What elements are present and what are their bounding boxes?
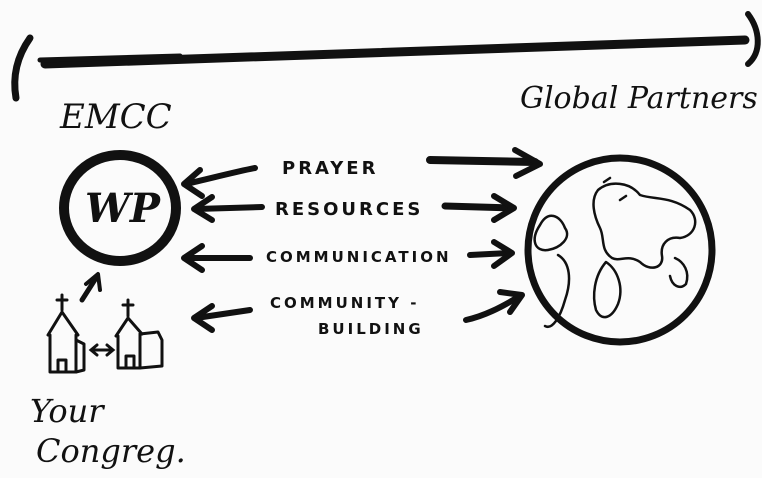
church-link-arrow xyxy=(88,343,116,357)
flow-arrow-community-building xyxy=(191,289,525,333)
flow-label-communication: COMMUNICATION xyxy=(266,248,452,266)
flow-label-community: COMMUNITY - xyxy=(270,294,419,312)
flow-label-prayer: PRAYER xyxy=(282,158,378,179)
flow-arrow-prayer xyxy=(181,147,543,199)
globe-icon xyxy=(524,154,716,346)
church-icon-right xyxy=(114,298,164,370)
flow-label-resources: RESOURCES xyxy=(275,199,423,220)
partnership-bracket xyxy=(11,11,761,102)
your-label: Your xyxy=(30,392,105,430)
flow-label-building: BUILDING xyxy=(318,320,424,338)
church-icon-left xyxy=(46,293,86,374)
congregation-label: Congreg. xyxy=(36,432,186,470)
flow-arrow-communication xyxy=(181,239,515,273)
emcc-label: EMCC xyxy=(59,97,172,137)
wp-circle: WP xyxy=(59,150,181,266)
churches-to-wp-arrow xyxy=(79,272,102,303)
wp-label: WP xyxy=(85,185,162,232)
flow-arrow-resources xyxy=(191,193,517,223)
flow-arrows xyxy=(181,147,543,333)
global-partners-label: Global Partners xyxy=(520,81,758,116)
